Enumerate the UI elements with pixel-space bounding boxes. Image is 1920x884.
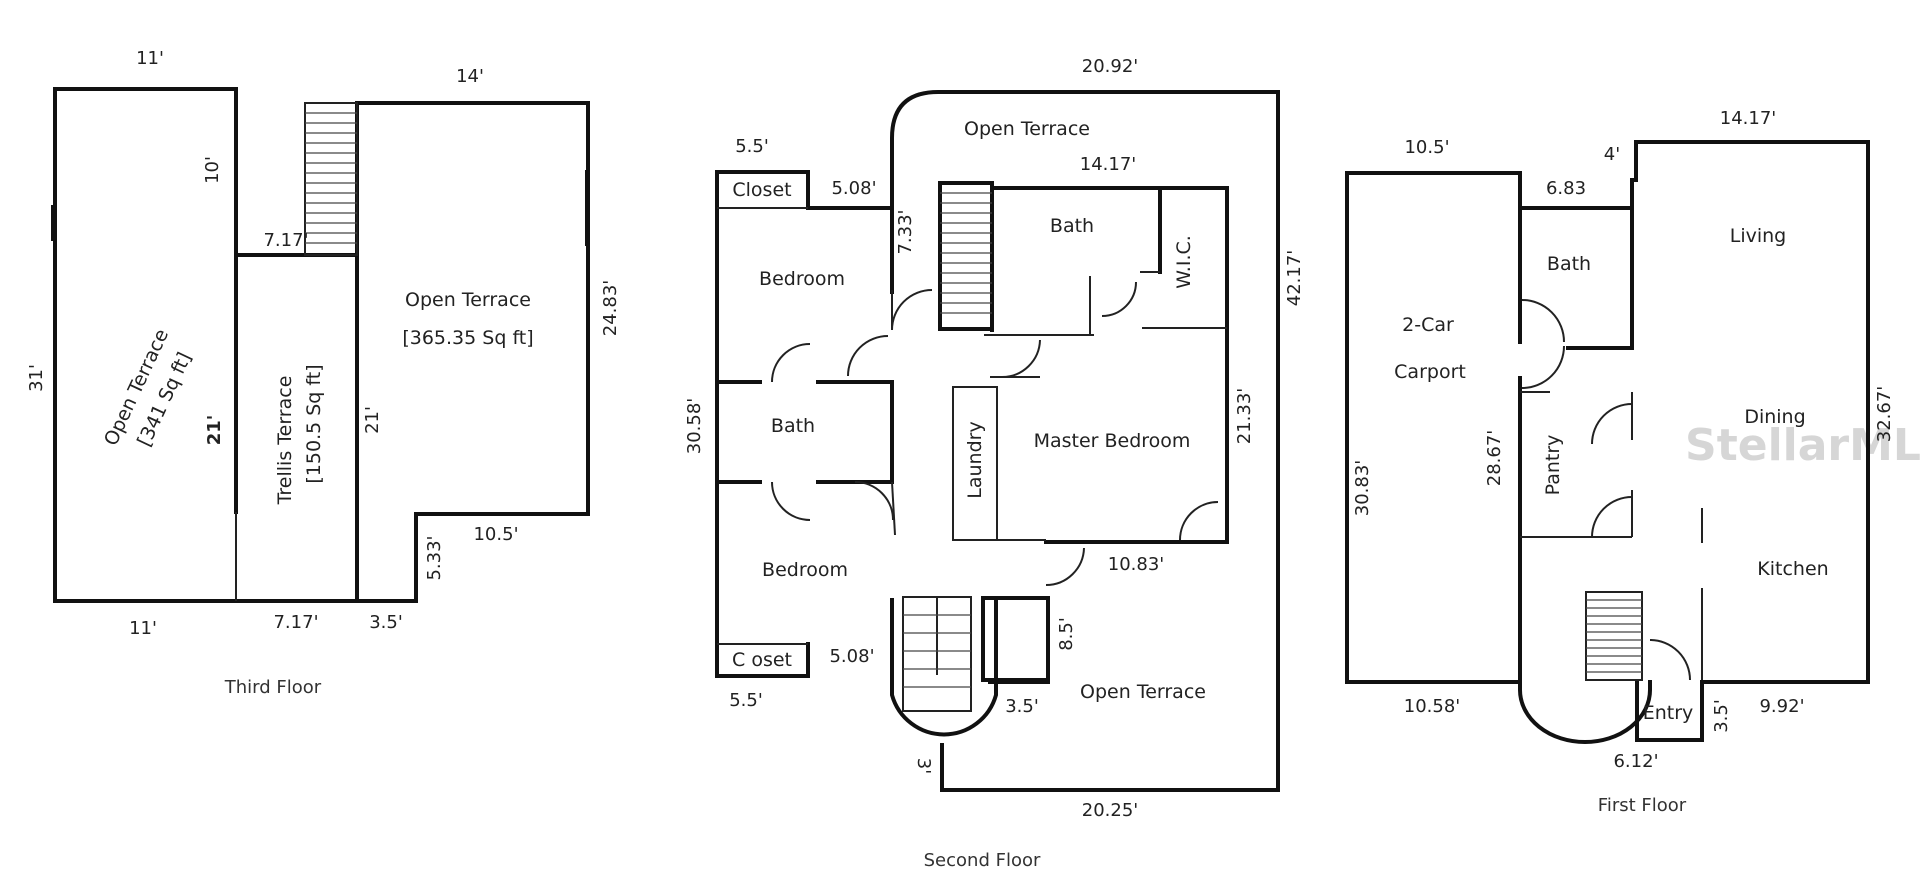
second-open-terrace-top: Open Terrace bbox=[964, 118, 1090, 140]
dim-label: 30.83' bbox=[1352, 460, 1373, 516]
dim-label: 20.25' bbox=[1082, 800, 1138, 821]
dim-label: 10.5' bbox=[473, 524, 518, 545]
third-open-terrace-2-label: Open Terrace bbox=[405, 289, 531, 311]
master-bedroom-label: Master Bedroom bbox=[1034, 430, 1191, 452]
closet-bottom-label: C oset bbox=[732, 649, 792, 671]
dim-label: 7.17' bbox=[263, 230, 308, 251]
first-floor-caption: First Floor bbox=[1598, 795, 1687, 816]
dim-label: 5.5' bbox=[735, 136, 769, 157]
dim-label: 21' bbox=[362, 406, 383, 434]
dim-label: 30.58' bbox=[684, 398, 705, 454]
dim-label: 5.33' bbox=[424, 535, 445, 580]
dim-label: 42.17' bbox=[1284, 250, 1305, 306]
third-open-terrace-2-area: [365.35 Sq ft] bbox=[402, 327, 533, 349]
bedroom-bottom-label: Bedroom bbox=[762, 559, 848, 581]
first-floor-plan: 2-Car Carport Bath Living Pantry Dining … bbox=[1345, 108, 1895, 816]
kitchen-label: Kitchen bbox=[1757, 558, 1828, 580]
dim-label: 31' bbox=[26, 364, 47, 392]
third-floor-plan: Open Terrace [341 Sq ft] Trellis Terrace… bbox=[26, 48, 621, 698]
dim-label: 10.58' bbox=[1404, 696, 1460, 717]
dim-label: 5.08' bbox=[829, 646, 874, 667]
dim-label: 20.92' bbox=[1082, 56, 1138, 77]
closet-top-label: Closet bbox=[732, 179, 791, 201]
dim-label: 5.5' bbox=[729, 690, 763, 711]
first-floor-stairs bbox=[1518, 591, 1652, 744]
second-open-terrace-bottom: Open Terrace bbox=[1080, 681, 1206, 703]
dim-label: 11' bbox=[136, 48, 164, 69]
dim-label: 32.67' bbox=[1874, 386, 1895, 442]
dim-label: 14.17' bbox=[1720, 108, 1776, 129]
watermark: StellarMLS bbox=[1685, 420, 1920, 471]
dim-label: 21.33' bbox=[1234, 388, 1255, 444]
dim-label: 5.08' bbox=[831, 178, 876, 199]
dim-label: 24.83' bbox=[600, 280, 621, 336]
dining-label: Dining bbox=[1744, 406, 1805, 428]
dim-label: 14.17' bbox=[1080, 154, 1136, 175]
laundry-label: Laundry bbox=[964, 421, 986, 498]
dim-label: 4' bbox=[1604, 144, 1620, 165]
dim-label: 14' bbox=[456, 66, 484, 87]
dim-label: 3.5' bbox=[369, 612, 403, 633]
laundry-outline bbox=[952, 386, 998, 541]
dim-label: 28.67' bbox=[1484, 430, 1505, 486]
bath-left-label: Bath bbox=[771, 415, 815, 437]
trellis-terrace-area: [150.5 Sq ft] bbox=[303, 364, 325, 483]
wic-label: W.I.C. bbox=[1173, 235, 1195, 289]
pantry-label: Pantry bbox=[1542, 435, 1564, 496]
dim-label: 10' bbox=[202, 156, 223, 184]
dim-label: 6.83 bbox=[1546, 178, 1586, 199]
dim-label: 3' bbox=[913, 758, 934, 774]
dim-label: 10.5' bbox=[1404, 137, 1449, 158]
dim-label: 3.5' bbox=[1005, 696, 1039, 717]
dim-label: 6.12' bbox=[1613, 751, 1658, 772]
first-bath-label: Bath bbox=[1547, 253, 1591, 275]
third-floor-stairs bbox=[304, 102, 358, 256]
dim-label: 7.17' bbox=[273, 612, 318, 633]
dim-label: 11' bbox=[129, 618, 157, 639]
dim-label: 8.5' bbox=[1056, 617, 1077, 651]
bedroom-top-label: Bedroom bbox=[759, 268, 845, 290]
second-floor-caption: Second Floor bbox=[924, 850, 1041, 871]
entry-label: Entry bbox=[1643, 702, 1694, 724]
bath-top-label: Bath bbox=[1050, 215, 1094, 237]
second-floor-upper-stairs bbox=[938, 181, 994, 331]
carport-label: 2-Car bbox=[1402, 314, 1454, 336]
second-floor-plan: Open Terrace Closet Bedroom Bath Bedroom… bbox=[684, 56, 1305, 871]
dim-label: 7.33' bbox=[895, 209, 916, 254]
dim-label: 3.5' bbox=[1711, 699, 1732, 733]
carport-label-2: Carport bbox=[1394, 361, 1466, 383]
living-label: Living bbox=[1730, 225, 1787, 247]
dim-label: 9.92' bbox=[1759, 696, 1804, 717]
second-floor-lower-stairs bbox=[890, 596, 998, 737]
trellis-terrace-label: Trellis Terrace bbox=[274, 376, 296, 506]
dim-label: 10.83' bbox=[1108, 554, 1164, 575]
third-floor-caption: Third Floor bbox=[224, 677, 322, 698]
dim-label: 21' bbox=[204, 415, 225, 446]
